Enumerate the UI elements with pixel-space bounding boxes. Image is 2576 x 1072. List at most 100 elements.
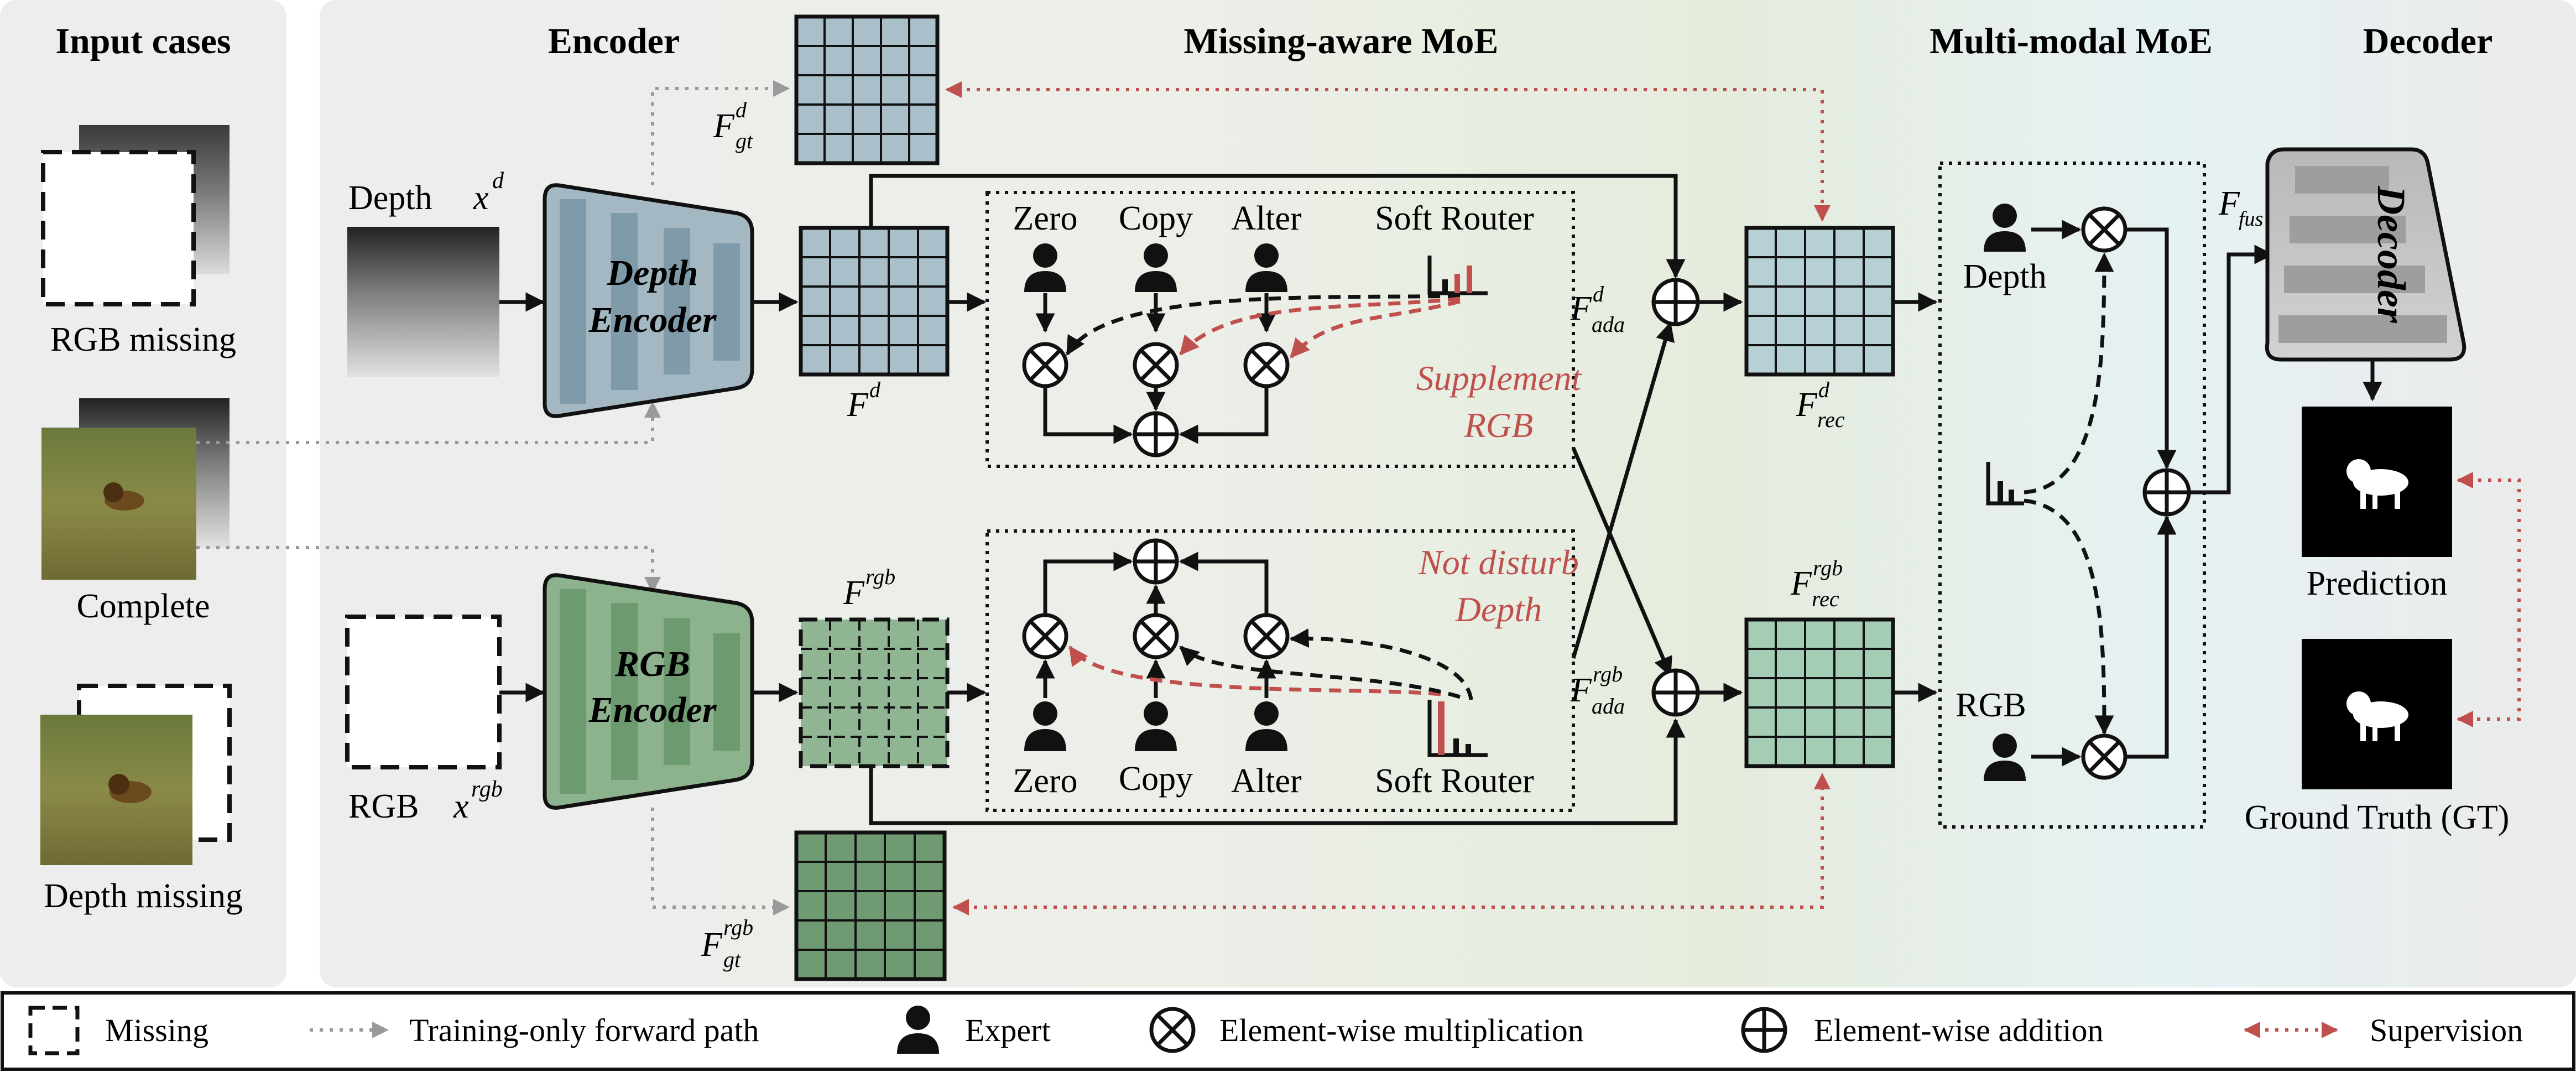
expert-zero-label: Zero <box>1013 200 1077 237</box>
input-case-complete: Complete <box>41 398 230 625</box>
soft-router-label: Soft Router <box>1375 762 1534 800</box>
expert-copy-label: Copy <box>1119 200 1193 237</box>
encoder-layer <box>713 633 740 751</box>
lion-silhouette <box>2346 459 2408 509</box>
expert-zero-label: Zero <box>1013 762 1077 800</box>
lion-silhouette <box>2346 691 2408 741</box>
encoder-layer <box>560 589 586 794</box>
missing-rgb-placeholder <box>41 150 196 306</box>
label-sub-rec: rec <box>1812 586 1839 611</box>
rgb-missing-label: RGB missing <box>50 321 236 358</box>
section-title-input-cases: Input cases <box>55 21 231 61</box>
moe-bottom-note-line1: Not disturb <box>1418 543 1579 582</box>
legend-addition-icon <box>1741 1007 1787 1053</box>
router-path-supervised <box>1179 296 1461 356</box>
supervision-rgb <box>952 773 1831 915</box>
sum-arrow <box>1179 551 1269 615</box>
label-sup-d: d <box>1593 282 1604 306</box>
decoder-label: Decoder <box>2369 185 2413 324</box>
feature-grid-depth <box>799 226 950 377</box>
moe-bottom-box <box>985 529 1575 812</box>
depth-input-image <box>347 227 499 377</box>
rgb-encoder-block <box>543 573 754 810</box>
multiply-node <box>2081 206 2127 253</box>
label-sub-rec: rec <box>1817 407 1845 432</box>
moe-top-note-line2: RGB <box>1464 405 1533 445</box>
label-sup-rgb: rgb <box>723 915 753 940</box>
mult-to-add-arrow <box>2125 515 2177 759</box>
legend-missing-label: Missing <box>105 1012 208 1048</box>
expert-copy-label: Copy <box>1119 760 1193 798</box>
soft-router-top <box>1427 256 1488 295</box>
fusion-to-decoder-arrow <box>2189 244 2274 495</box>
supervision-depth <box>945 81 1831 222</box>
decoder-layer <box>2290 216 2406 243</box>
legend-missing-icon <box>28 1006 80 1055</box>
expert-icon <box>1984 204 2026 252</box>
depth-input-label: Depth <box>348 179 432 217</box>
router-path <box>2024 252 2114 495</box>
label-F: F <box>1790 565 1812 602</box>
rgb-input-missing <box>345 615 502 769</box>
multimodal-rgb-label: RGB <box>1956 686 2026 724</box>
depth-encoder-label-line2: Encoder <box>588 300 717 340</box>
label-F: F <box>1570 672 1592 709</box>
legend-training-path-label: Training-only forward path <box>409 1012 759 1048</box>
mult-to-add-arrow <box>2125 227 2177 470</box>
router-path <box>2024 498 2114 735</box>
decoder-layer <box>2295 166 2389 194</box>
label-F: F <box>1570 290 1592 327</box>
label-F: F <box>713 107 735 145</box>
expert-icon <box>1245 701 1287 751</box>
label-sup-d: d <box>1818 377 1830 402</box>
expert-icon <box>1245 243 1287 292</box>
ground-truth-label: Ground Truth (GT) <box>2245 799 2510 836</box>
legend-box <box>1 991 2575 1071</box>
label-F: F <box>843 574 865 612</box>
depth-encoder-block <box>543 183 754 418</box>
prediction-label: Prediction <box>2307 565 2448 602</box>
expert-alter-label: Alter <box>1231 762 1302 800</box>
router-path-supervised <box>1290 299 1461 358</box>
expert-alter-label: Alter <box>1231 200 1302 237</box>
feature-grid-depth-rec <box>1744 226 1895 377</box>
label-sup-d: d <box>869 377 881 402</box>
add-node <box>1133 411 1179 457</box>
multiply-node <box>1133 342 1179 388</box>
cross-path-depth-to-rgb <box>1571 447 1672 677</box>
legend-supervision-label: Supervision <box>2370 1012 2523 1048</box>
expert-icon <box>1024 701 1066 751</box>
rgb-input-var: x <box>453 788 469 825</box>
rgb-encoder-label-line1: RGB <box>614 644 690 684</box>
router-path <box>1065 294 1461 356</box>
legend-expert-icon <box>897 1006 939 1054</box>
label-sub-gt: gt <box>723 947 741 972</box>
sum-arrow <box>1043 551 1133 615</box>
soft-router-bottom <box>1427 700 1488 757</box>
decoder-layer <box>2278 315 2447 343</box>
label-sub-fus: fus <box>2239 207 2263 231</box>
moe-top-note-line1: Supplement <box>1416 358 1583 398</box>
training-path-rgb <box>196 546 661 594</box>
section-title-missing-aware-moe: Missing-aware MoE <box>1184 21 1499 61</box>
multiply-node <box>1022 342 1068 388</box>
cross-path-rgb-to-depth <box>1571 321 1675 659</box>
feature-grid-rgb-missing <box>799 617 950 768</box>
expert-icon <box>1135 243 1177 292</box>
add-node <box>1133 538 1179 585</box>
multiply-node <box>1133 613 1179 659</box>
decoder-layer <box>2284 266 2425 293</box>
legend-multiplication-icon <box>1149 1007 1196 1053</box>
sum-arrow <box>1179 386 1269 444</box>
complete-label: Complete <box>76 587 210 625</box>
router-path <box>1289 628 1473 700</box>
rgb-input-sup: rgb <box>471 777 503 802</box>
expert-icon <box>1024 243 1066 292</box>
supervision-prediction <box>2457 472 2521 727</box>
label-F: F <box>847 386 869 424</box>
encoder-layer <box>611 603 638 780</box>
training-path-depth-gt <box>651 80 790 185</box>
multimodal-depth-label: Depth <box>1963 258 2047 295</box>
main-panel <box>320 0 2576 987</box>
label-sub-gt: gt <box>736 128 753 153</box>
